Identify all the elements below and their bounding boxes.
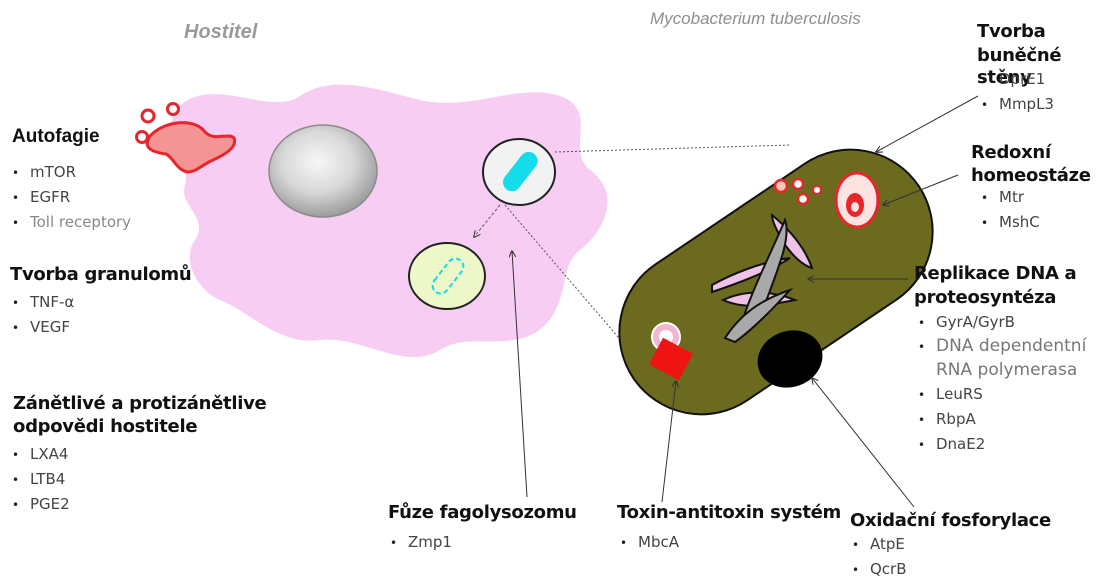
bullet-icon: •: [12, 186, 30, 210]
item-label: MmpL3: [999, 95, 1054, 113]
phagolysosome-list: •Zmp1: [390, 530, 452, 555]
list-item: •VEGF: [12, 315, 74, 340]
bullet-icon: •: [918, 311, 936, 335]
inflammation-title-line2: odpovědi hostitele: [13, 416, 197, 438]
list-item: •DprE1: [981, 67, 1054, 92]
replication-title-line1: Replikace DNA a: [914, 263, 1076, 285]
redox-title-line1: Redoxní: [971, 142, 1051, 164]
bullet-icon: •: [390, 531, 408, 555]
redox-organelle: [836, 173, 878, 227]
bullet-icon: •: [981, 93, 999, 117]
list-item: •PGE2: [12, 492, 70, 517]
host-nucleus: [269, 125, 377, 217]
list-item: •MmpL3: [981, 92, 1054, 117]
item-label: DnaE2: [936, 435, 985, 453]
redox-list: •Mtr •MshC: [981, 185, 1040, 235]
item-label: GyrA/GyrB: [936, 313, 1015, 331]
list-item: •EGFR: [12, 185, 131, 210]
bullet-icon: •: [852, 533, 870, 557]
bullet-icon: •: [12, 161, 30, 185]
list-item: •DNA dependentní: [918, 335, 1086, 359]
host-title: Hostitel: [184, 21, 257, 44]
replication-list: •GyrA/GyrB •DNA dependentní RNA polymera…: [918, 310, 1086, 457]
cell-wall-list: •DprE1 •MmpL3: [981, 67, 1054, 117]
list-item: •TNF-α: [12, 290, 74, 315]
item-label: AtpE: [870, 535, 905, 553]
bullet-icon: •: [12, 316, 30, 340]
bullet-icon: •: [918, 433, 936, 457]
pointer-oxphos: [812, 378, 914, 507]
item-label: VEGF: [30, 318, 70, 336]
inflammation-list: •LXA4 •LTB4 •PGE2: [12, 442, 70, 517]
bullet-icon: •: [981, 68, 999, 92]
item-label: mTOR: [30, 163, 76, 181]
bullet-icon: •: [12, 493, 30, 517]
item-label: TNF-α: [30, 293, 74, 311]
toxin-list: •MbcA: [620, 530, 679, 555]
bullet-icon: •: [12, 291, 30, 315]
oxphos-list: •AtpE •QcrB: [852, 532, 907, 582]
list-item: •Mtr: [981, 185, 1040, 210]
list-item: •AtpE: [852, 532, 907, 557]
toxin-title: Toxin-antitoxin systém: [617, 502, 841, 524]
pathogen-title: Mycobacterium tuberculosis: [650, 9, 861, 29]
item-label: RbpA: [936, 410, 976, 428]
phagolysosome: [409, 243, 485, 309]
item-label: RNA polymerasa: [936, 360, 1077, 380]
bullet-icon: •: [918, 336, 936, 359]
zoom-line-top: [555, 145, 790, 152]
item-label: LXA4: [30, 445, 68, 463]
item-label: PGE2: [30, 495, 70, 513]
granuloma-list: •TNF-α •VEGF: [12, 290, 74, 340]
list-item: •DnaE2: [918, 432, 1086, 457]
item-label: LeuRS: [936, 385, 983, 403]
host-cell: [171, 85, 608, 357]
list-item: •LTB4: [12, 467, 70, 492]
list-item: •LXA4: [12, 442, 70, 467]
item-label: Mtr: [999, 188, 1024, 206]
bullet-icon: •: [852, 558, 870, 582]
list-item: •QcrB: [852, 557, 907, 582]
list-item: •Zmp1: [390, 530, 452, 555]
list-item: •MshC: [981, 210, 1040, 235]
list-item: •mTOR: [12, 160, 131, 185]
item-label: EGFR: [30, 188, 70, 206]
bullet-icon: •: [12, 468, 30, 492]
pointer-cell-wall: [876, 96, 978, 152]
item-label: MshC: [999, 213, 1040, 231]
granuloma-title: Tvorba granulomů: [10, 264, 191, 286]
item-label: DprE1: [999, 70, 1045, 88]
oxphos-title: Oxidační fosforylace: [850, 510, 1051, 532]
bullet-icon: •: [918, 383, 936, 407]
bullet-icon: •: [918, 408, 936, 432]
item-label: MbcA: [638, 533, 679, 551]
phagosome: [483, 139, 555, 205]
mycobacterium-cell: [588, 118, 965, 446]
item-label: QcrB: [870, 560, 907, 578]
list-item: •RbpA: [918, 407, 1086, 432]
item-label: Zmp1: [408, 533, 452, 551]
list-item: RNA polymerasa: [918, 359, 1086, 382]
item-label: DNA dependentní: [936, 336, 1086, 356]
bullet-icon: •: [981, 211, 999, 235]
redox-title-line2: homeostáze: [971, 165, 1091, 187]
inflammation-title-line1: Zánětlivé a protizánětlive: [13, 393, 266, 415]
cell-wall-title-line1: Tvorba: [977, 21, 1046, 43]
item-label: LTB4: [30, 470, 65, 488]
list-item: •MbcA: [620, 530, 679, 555]
autophagy-list: •mTOR •EGFR •Toll receptory: [12, 160, 131, 235]
bullet-icon: •: [620, 531, 638, 555]
bullet-icon: •: [981, 186, 999, 210]
bullet-icon: •: [12, 211, 30, 235]
phagolysosome-title: Fůze fagolysozomu: [388, 502, 577, 524]
item-label: Toll receptory: [30, 213, 131, 231]
bullet-icon: •: [12, 443, 30, 467]
autophagy-title: Autofagie: [12, 125, 100, 148]
list-item: •LeuRS: [918, 382, 1086, 407]
replication-title-line2: proteosyntéza: [914, 287, 1056, 309]
list-item: •Toll receptory: [12, 210, 131, 235]
list-item: •GyrA/GyrB: [918, 310, 1086, 335]
